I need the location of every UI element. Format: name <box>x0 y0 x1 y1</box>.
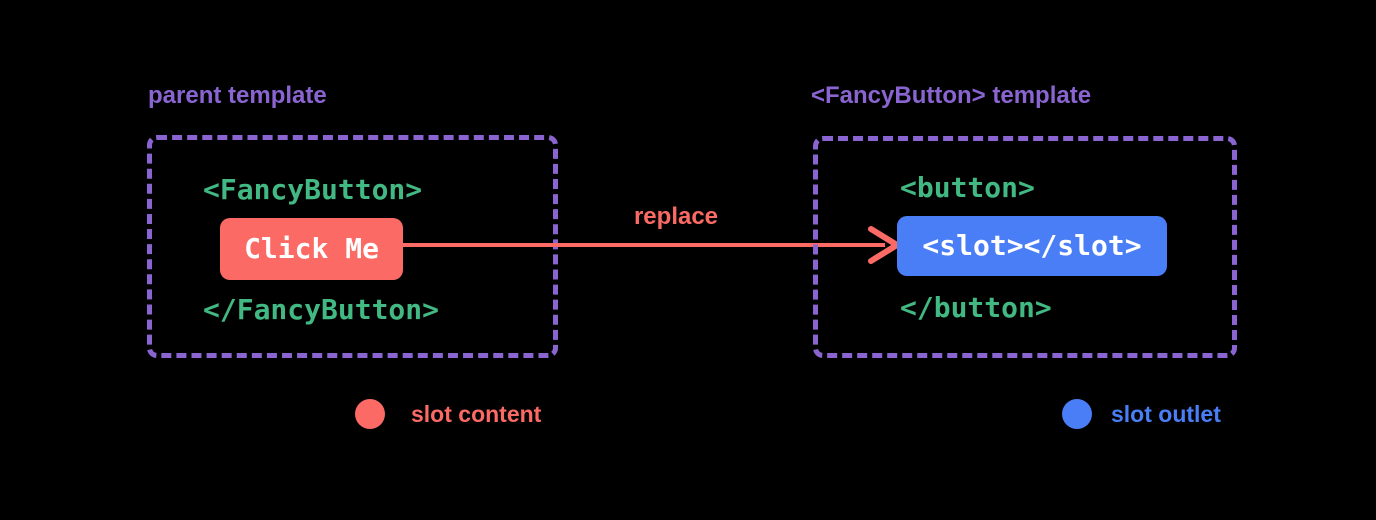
replace-label: replace <box>633 203 719 230</box>
parent-template-title: parent template <box>148 82 327 109</box>
fancybutton-template-box <box>813 136 1237 358</box>
slot-outlet-box: <slot></slot> <box>897 216 1167 276</box>
parent-open-tag-code: <FancyButton> <box>203 173 423 206</box>
slot-content-dot-icon <box>355 399 385 429</box>
slot-outlet-box-label: <slot></slot> <box>922 229 1142 262</box>
legend-slot-outlet-label: slot outlet <box>1111 401 1221 427</box>
legend-slot-content-label: slot content <box>411 401 542 427</box>
fancybutton-template-title: <FancyButton> template <box>811 82 1092 109</box>
button-close-tag-code: </button> <box>900 291 1052 324</box>
slot-content-button-label: Click Me <box>244 232 379 265</box>
slot-outlet-dot-icon <box>1062 399 1092 429</box>
parent-close-tag-code: </FancyButton> <box>203 293 440 326</box>
button-open-tag-code: <button> <box>900 171 1035 204</box>
slot-content-button: Click Me <box>220 218 403 280</box>
